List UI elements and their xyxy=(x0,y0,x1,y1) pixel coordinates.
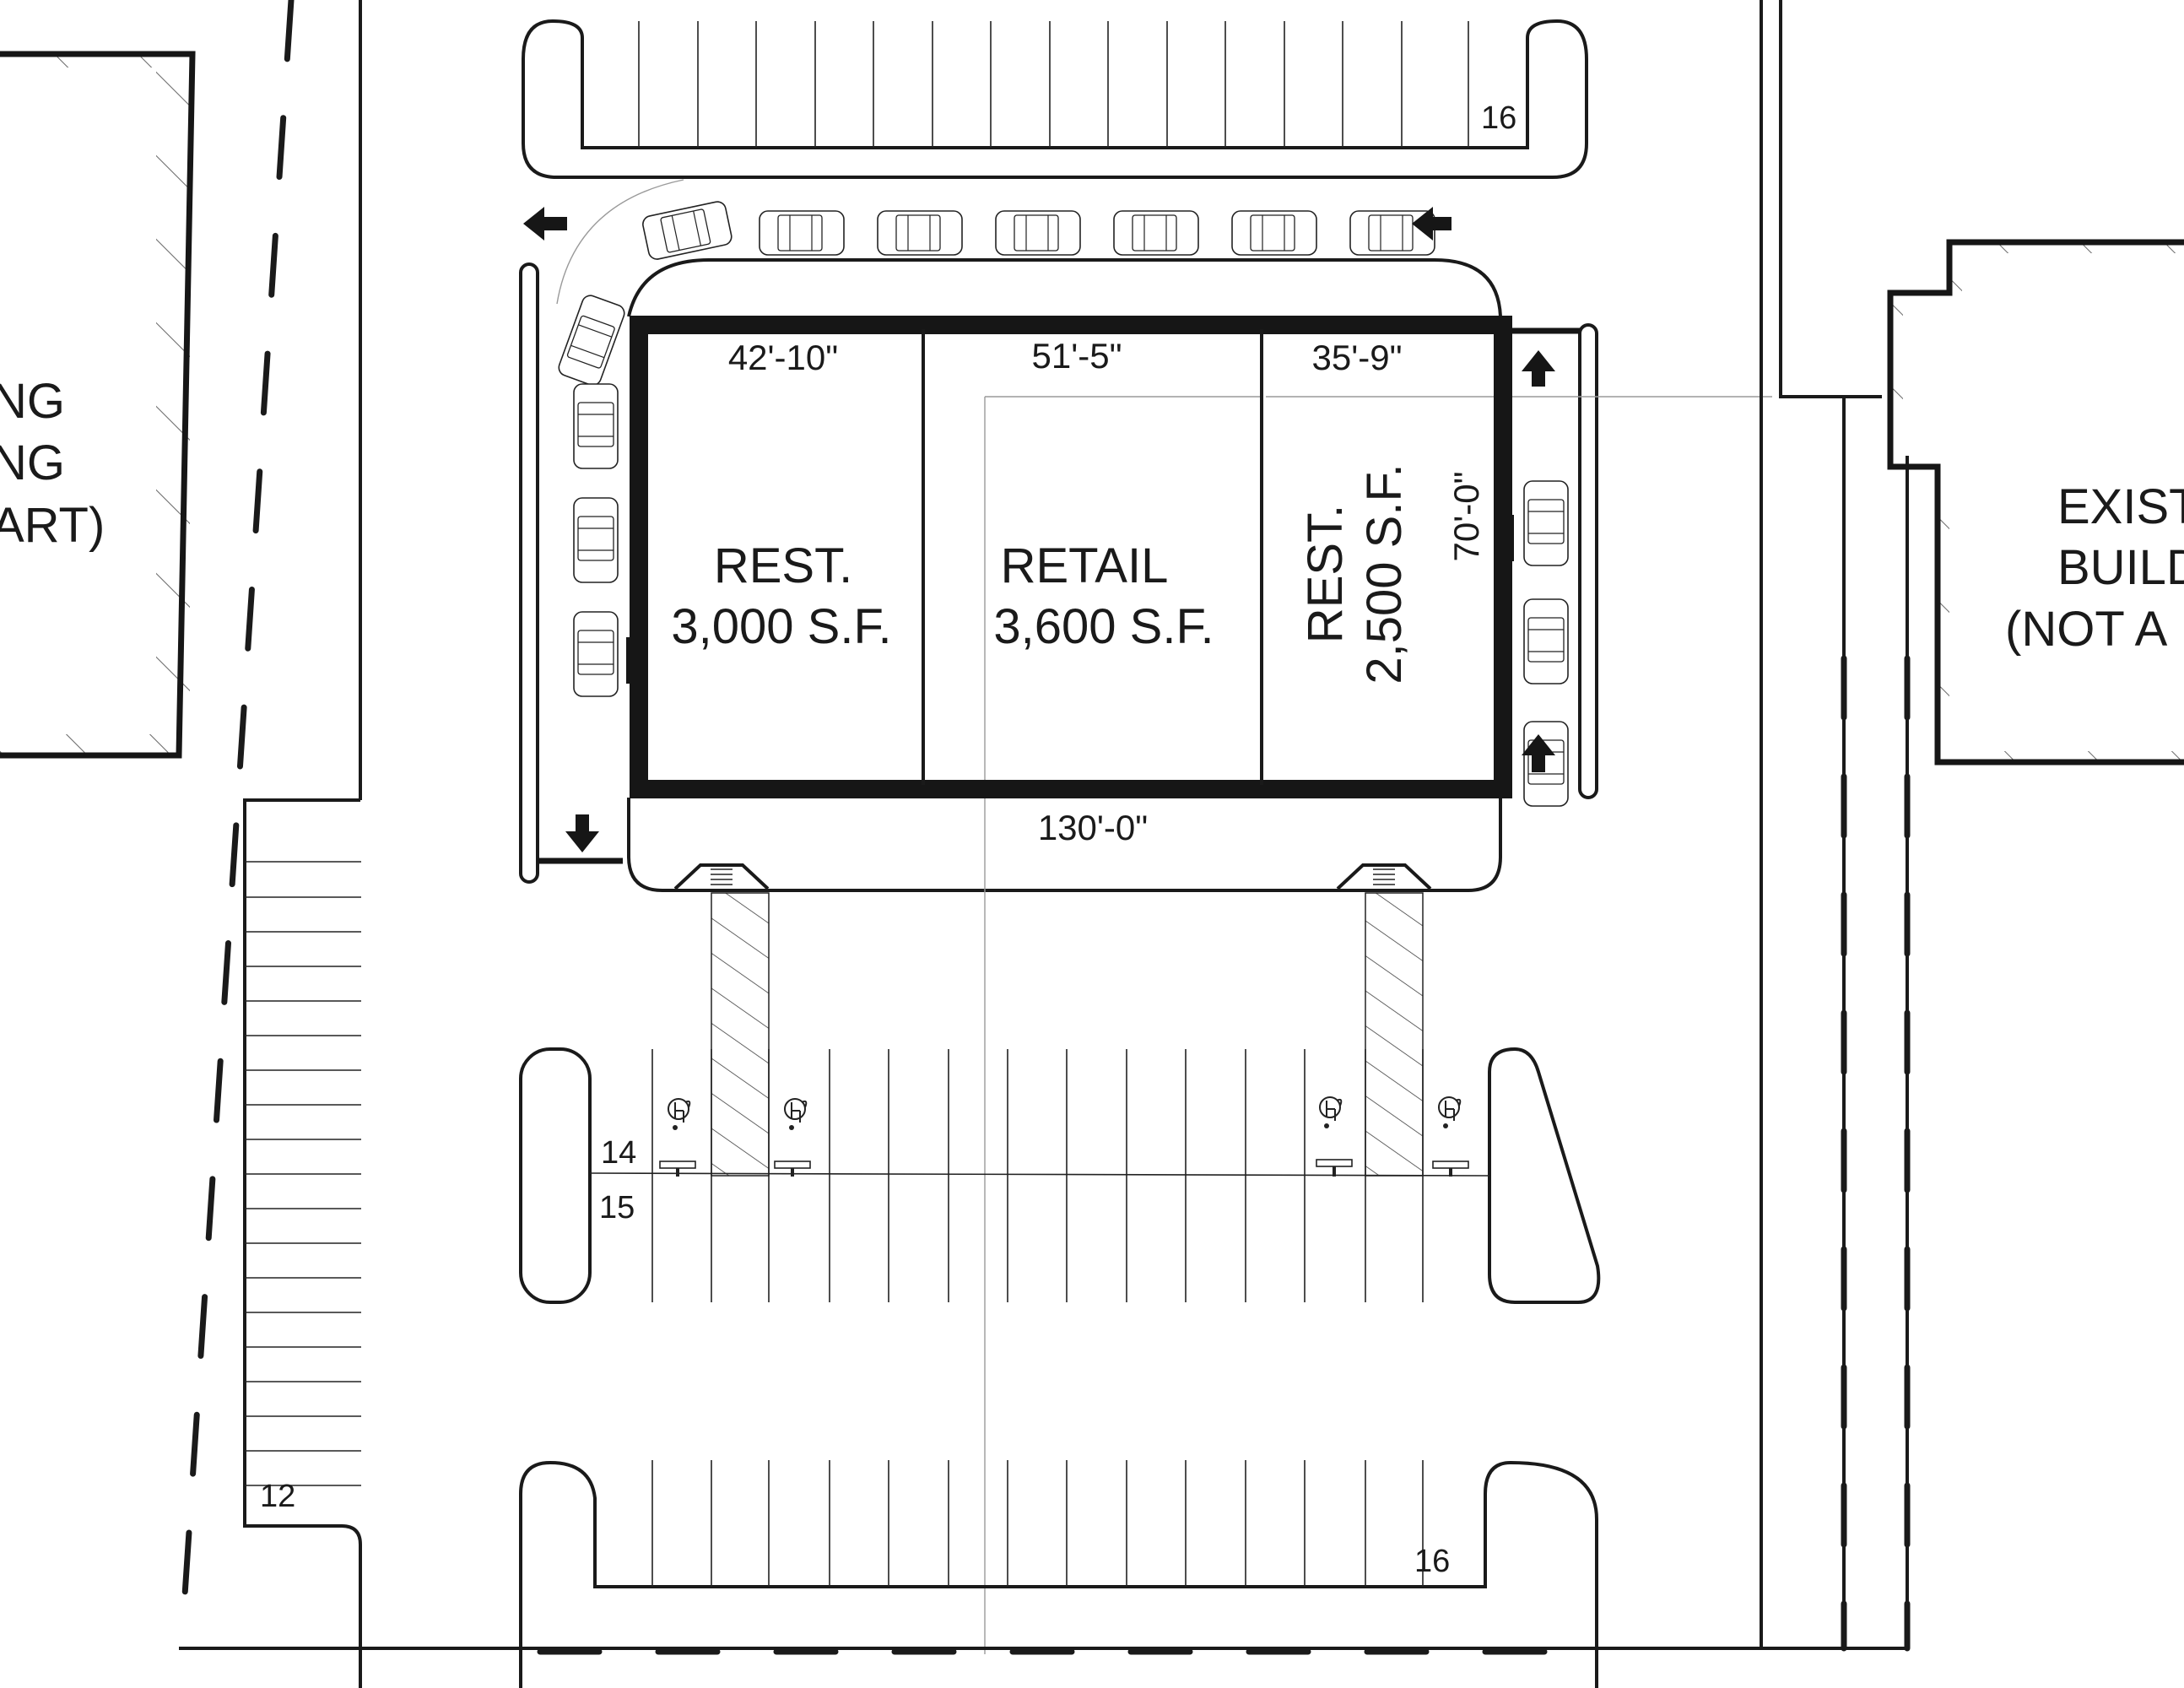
accessible-parking-icon xyxy=(784,1098,808,1131)
middle-parking-row: 14 15 xyxy=(519,1047,1601,1304)
unit-1-use: REST. xyxy=(714,538,852,593)
middle-row-south-count: 15 xyxy=(599,1190,635,1225)
unit-3-use: REST. xyxy=(1298,505,1353,643)
accessible-aisle xyxy=(1365,892,1424,1177)
svg-text:NG: NG xyxy=(0,436,65,490)
unit-3-area: 2,500 S.F. xyxy=(1357,463,1412,684)
accessible-parking-icon xyxy=(1319,1096,1343,1129)
drive-thru-lane xyxy=(519,179,1598,892)
overall-width: 130'-0" xyxy=(1038,808,1148,847)
right-road xyxy=(1760,0,1911,1652)
arrow-up-icon xyxy=(1522,734,1555,772)
unit-3-width: 35'-9" xyxy=(1312,338,1403,377)
accessible-parking-icon xyxy=(1438,1096,1462,1129)
accessible-aisle xyxy=(711,892,770,1177)
unit-2-use: RETAIL xyxy=(1001,538,1169,593)
existing-building-right-label: EXIST BUILD (NOT A xyxy=(2005,479,2184,657)
bottom-row-count: 16 xyxy=(1414,1544,1450,1579)
overall-depth: 70'-0" xyxy=(1446,472,1486,562)
svg-text:(NOT A: (NOT A xyxy=(2005,602,2168,657)
svg-text:BUILD: BUILD xyxy=(2057,540,2184,595)
arrow-up-icon xyxy=(1522,350,1555,387)
unit-2-area: 3,600 S.F. xyxy=(993,599,1214,654)
existing-building-left-label: NG NG ART) xyxy=(0,374,105,553)
existing-building-left xyxy=(0,51,196,759)
bottom-parking-row: 16 xyxy=(519,1460,1598,1688)
curb-ramp xyxy=(673,863,770,890)
unit-1-width: 42'-10" xyxy=(728,338,838,377)
unit-1-area: 3,000 S.F. xyxy=(671,599,891,654)
accessible-parking-icon xyxy=(668,1098,691,1131)
left-row-count: 12 xyxy=(260,1479,295,1514)
svg-text:ART): ART) xyxy=(0,498,105,553)
existing-building-right xyxy=(1887,239,2184,766)
arrow-down-icon xyxy=(565,814,599,852)
svg-text:NG: NG xyxy=(0,374,65,429)
top-parking-row: 16 xyxy=(522,19,1588,179)
left-parking-row: 12 xyxy=(243,798,362,1688)
svg-text:EXIST: EXIST xyxy=(2057,479,2184,534)
top-row-count: 16 xyxy=(1481,100,1516,136)
arrow-left-icon xyxy=(523,207,567,241)
left-road-centerline xyxy=(178,0,295,1649)
proposed-building: 42'-10" REST. 3,000 S.F. 51'-5" RETAIL 3… xyxy=(626,316,1772,1654)
middle-row-north-count: 14 xyxy=(601,1135,636,1171)
unit-2-width: 51'-5" xyxy=(1032,336,1122,376)
arrow-left-icon xyxy=(1412,207,1451,241)
curb-ramp xyxy=(1336,863,1432,890)
